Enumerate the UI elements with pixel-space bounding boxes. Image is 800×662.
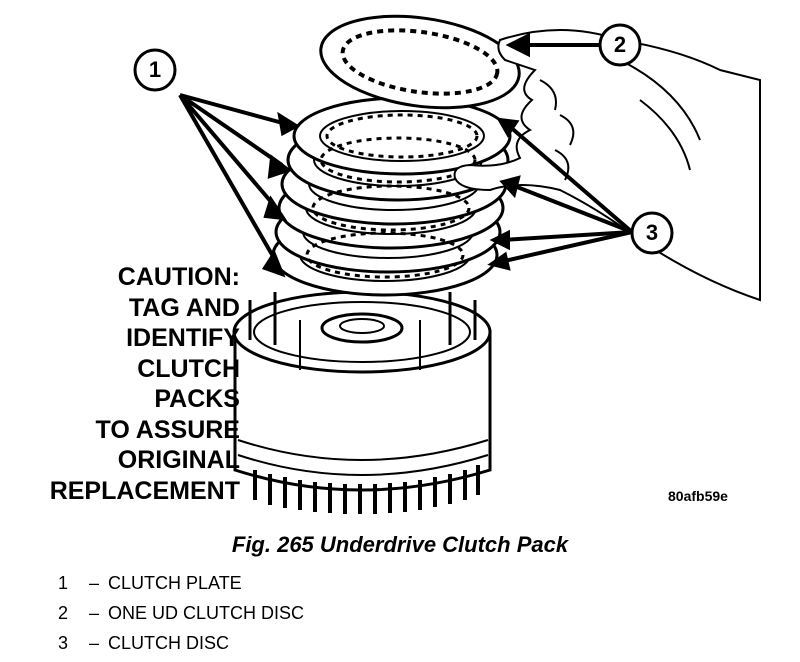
legend-dash: – bbox=[88, 573, 99, 593]
caution-line: ORIGINAL bbox=[117, 446, 240, 474]
callout-1-label: 1 bbox=[148, 57, 162, 82]
legend: 1–CLUTCH PLATE 2–ONE UD CLUTCH DISC 3–CL… bbox=[58, 568, 304, 658]
legend-item: 1–CLUTCH PLATE bbox=[58, 568, 304, 598]
callout-2-label: 2 bbox=[613, 32, 627, 57]
caution-line: PACKS bbox=[154, 385, 240, 413]
legend-number: 2 bbox=[58, 603, 69, 623]
legend-number: 3 bbox=[58, 633, 69, 653]
figure-title: Fig. 265 Underdrive Clutch Pack bbox=[231, 532, 569, 557]
callout-2-leader bbox=[505, 32, 600, 58]
caution-line: CAUTION: bbox=[117, 263, 240, 291]
callout-3-leaders bbox=[487, 117, 634, 271]
clutch-housing bbox=[232, 290, 492, 492]
callout-3-circle bbox=[630, 211, 674, 255]
reference-code: 80afb59e bbox=[668, 488, 728, 504]
callout-1-circle bbox=[133, 48, 177, 92]
callout-2-circle bbox=[598, 23, 642, 67]
caution-line: IDENTIFY bbox=[126, 324, 240, 352]
legend-label: CLUTCH PLATE bbox=[108, 573, 242, 593]
clutch-pack-illustration bbox=[133, 14, 761, 514]
caution-line: TO ASSURE bbox=[95, 415, 240, 444]
caution-note: CAUTION: TAG AND IDENTIFY CLUTCH PACKS T… bbox=[40, 262, 240, 506]
legend-label: CLUTCH DISC bbox=[108, 633, 230, 653]
legend-dash: – bbox=[88, 603, 99, 623]
drum-spline-teeth bbox=[253, 465, 480, 514]
legend-item: 3–CLUTCH DISC bbox=[58, 628, 304, 658]
callout-1-leaders bbox=[178, 93, 300, 278]
legend-label: ONE UD CLUTCH DISC bbox=[108, 603, 305, 623]
callout-3-label: 3 bbox=[645, 220, 659, 245]
caution-line: TAG AND bbox=[128, 293, 240, 322]
legend-dash: – bbox=[88, 633, 99, 653]
single-ud-clutch-disc bbox=[319, 14, 521, 110]
clutch-disc-stack bbox=[271, 96, 512, 297]
disc-inner-teeth bbox=[305, 113, 479, 279]
legend-item: 2–ONE UD CLUTCH DISC bbox=[58, 598, 304, 628]
caution-line: REPLACEMENT bbox=[49, 476, 240, 505]
caution-line: CLUTCH bbox=[137, 354, 240, 383]
legend-number: 1 bbox=[58, 573, 69, 593]
